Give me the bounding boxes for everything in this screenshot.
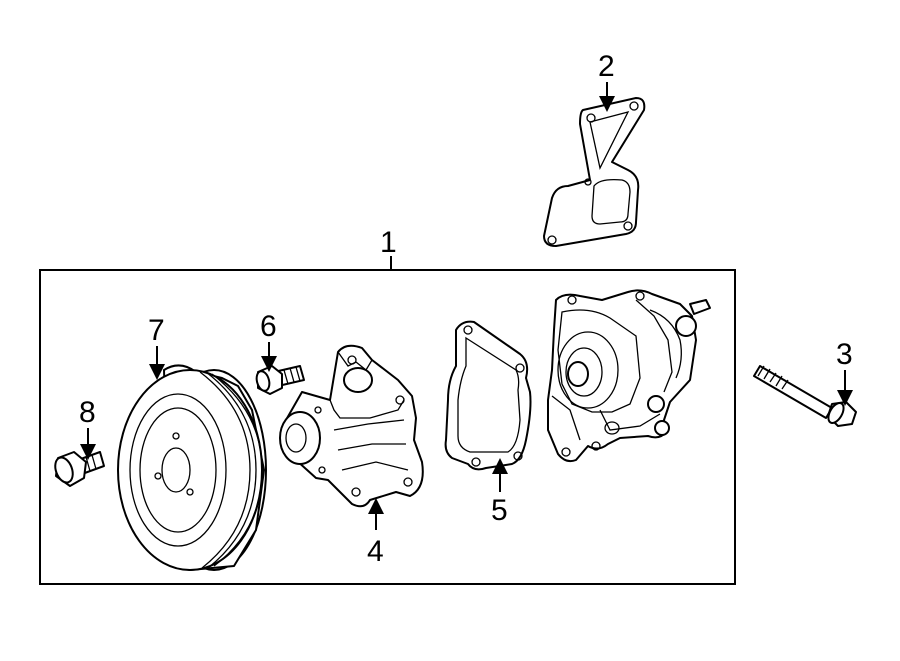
callout-4: 4 bbox=[367, 535, 384, 568]
callout-1: 1 bbox=[380, 226, 397, 259]
pulley bbox=[117, 364, 267, 571]
pump-housing bbox=[279, 344, 424, 508]
callout-2: 2 bbox=[598, 50, 615, 83]
callout-8: 8 bbox=[79, 396, 96, 429]
bolt-pulley bbox=[54, 451, 105, 487]
assembly-box bbox=[39, 269, 736, 585]
callout-3: 3 bbox=[836, 338, 853, 371]
bolt-housing bbox=[255, 365, 305, 395]
water-pump-assembly bbox=[547, 289, 711, 463]
gasket-upper bbox=[543, 97, 646, 247]
callout-5: 5 bbox=[491, 494, 508, 527]
callout-7: 7 bbox=[148, 314, 165, 347]
bolt-long bbox=[753, 365, 857, 427]
pump-gasket bbox=[444, 320, 532, 471]
callout-6: 6 bbox=[260, 310, 277, 343]
